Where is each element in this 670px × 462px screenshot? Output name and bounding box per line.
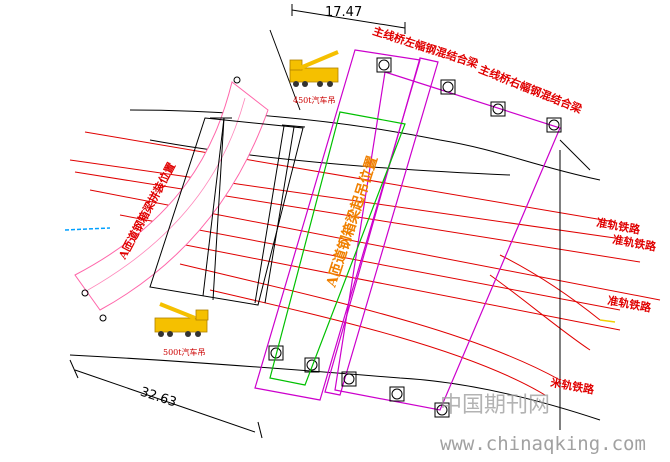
crane-500t-icon <box>154 302 209 337</box>
main-line-girders <box>254 49 561 411</box>
watermark-url: www.chinaqking.com <box>440 433 646 455</box>
temporary-support-frame <box>149 117 306 306</box>
label-rail-3: 准轨铁路 <box>606 293 653 315</box>
label-main-left-girder: 主线桥左幅钢混结合梁 <box>371 24 481 72</box>
crane-450t-icon <box>289 50 339 87</box>
dimension-top <box>291 4 406 34</box>
dimension-bottom-value: 32.63 <box>138 385 178 411</box>
label-rail-4: 米轨铁路 <box>548 375 596 397</box>
dimension-bottom <box>69 359 263 439</box>
a-ramp-assembly-zone <box>74 76 269 322</box>
crane-500t-label: 500t汽车吊 <box>163 347 205 357</box>
a-ramp-erection-position <box>269 111 406 386</box>
dimension-top-value: 17.47 <box>325 5 362 20</box>
bearing-pads <box>268 57 562 418</box>
crane-450t-label: 450t汽车吊 <box>293 95 335 105</box>
watermark-cn: 中国期刊网 <box>440 393 550 418</box>
